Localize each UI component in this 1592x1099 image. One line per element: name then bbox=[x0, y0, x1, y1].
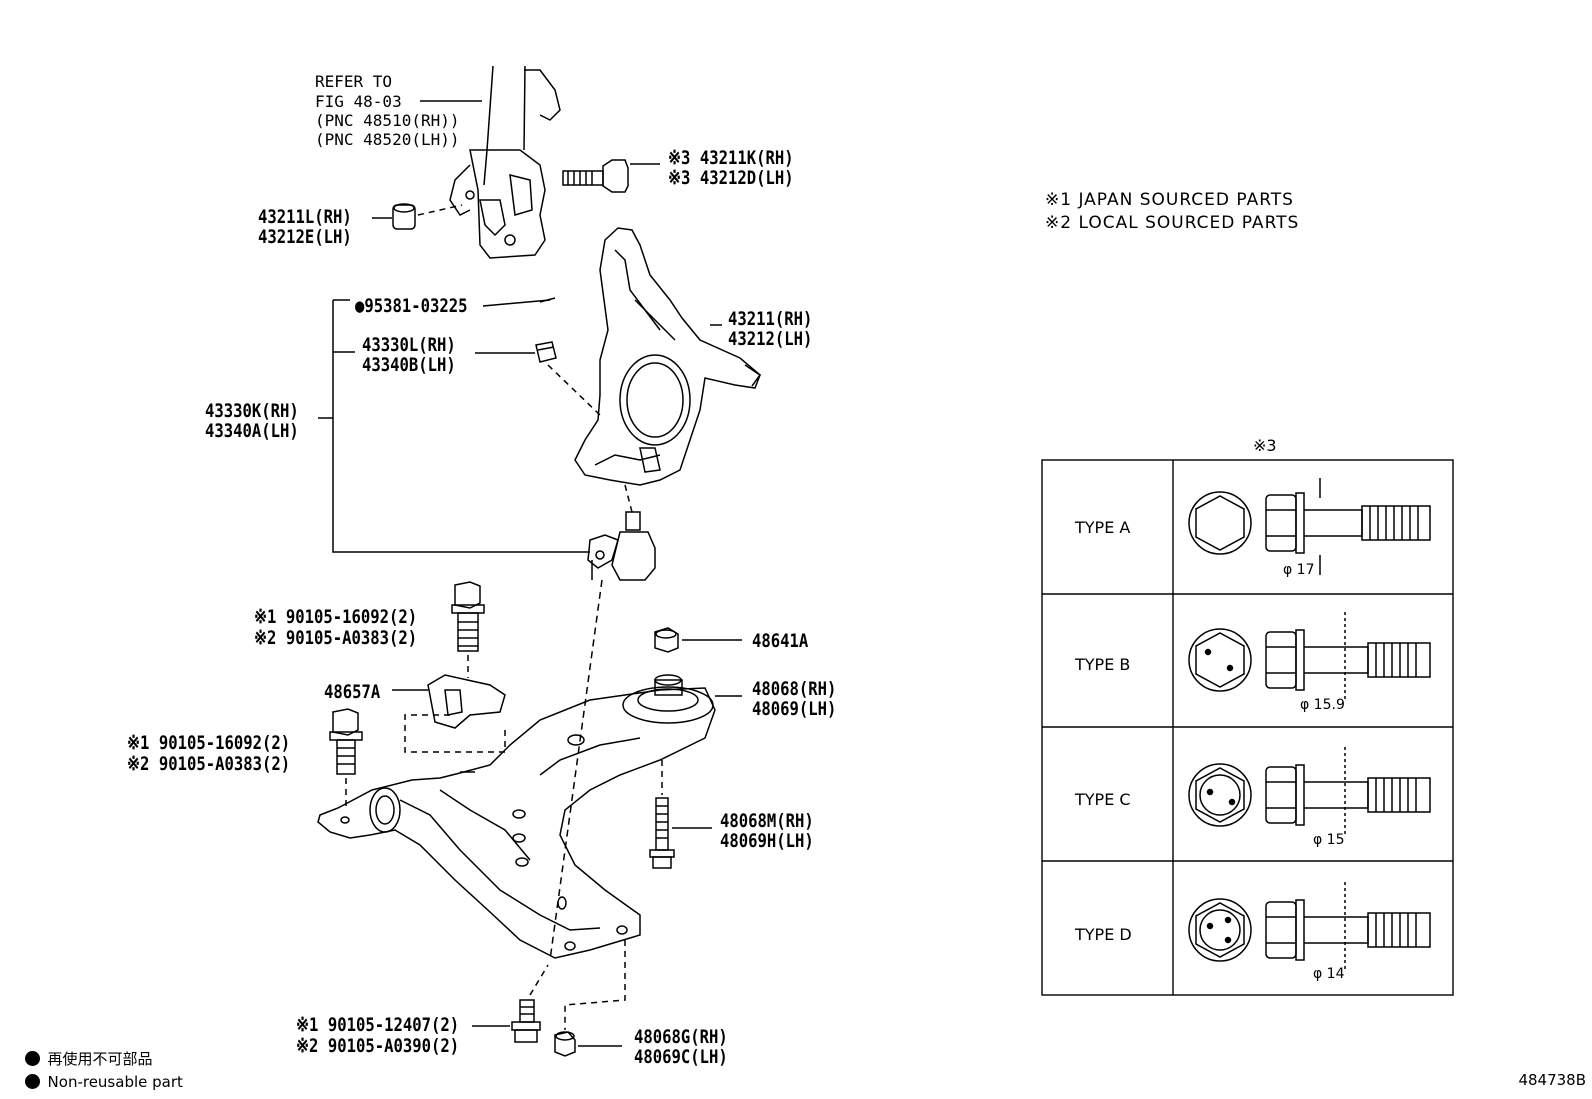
part-label-43212e: 43212E(LH) bbox=[258, 226, 352, 248]
bushing-illustration bbox=[622, 674, 714, 724]
part-label-43330l: 43330L(RH) bbox=[362, 334, 456, 356]
refer-line-2: FIG 48-03 bbox=[315, 92, 402, 111]
camber-nut-illustration bbox=[392, 203, 416, 230]
table-title: ※3 bbox=[1253, 436, 1277, 455]
legend-en-text: Non-reusable part bbox=[47, 1073, 183, 1091]
bolt-bottom-illustration bbox=[511, 999, 541, 1043]
part-label-bolt3a: ※1 90105-12407(2) bbox=[296, 1014, 460, 1036]
part-label-48657a: 48657A bbox=[324, 681, 381, 703]
bolt-48068m-illustration bbox=[649, 797, 675, 869]
part-label-43340a: 43340A(LH) bbox=[205, 420, 299, 442]
part-label-48068m: 48068M(RH) bbox=[720, 810, 814, 832]
part-label-bolt2b: ※2 90105-A0383(2) bbox=[127, 753, 291, 775]
part-label-48068g: 48068G(RH) bbox=[634, 1026, 728, 1048]
part-label-48641a: 48641A bbox=[752, 630, 809, 652]
type-c-diameter: φ 15 bbox=[1313, 832, 1345, 848]
refer-line-4: (PNC 48520(LH)) bbox=[315, 130, 460, 149]
part-label-bolt1b: ※2 90105-A0383(2) bbox=[254, 627, 418, 649]
part-label-43211: 43211(RH) bbox=[728, 308, 813, 330]
note-local-sourced: ※2 LOCAL SOURCED PARTS bbox=[1045, 213, 1300, 233]
type-a-label: TYPE A bbox=[1075, 518, 1131, 537]
bolt-upper-illustration bbox=[451, 581, 485, 652]
lower-arm-illustration bbox=[317, 687, 716, 959]
bolt-type-d-illustration bbox=[1188, 882, 1431, 970]
non-reusable-dot-icon bbox=[24, 1051, 40, 1066]
steering-knuckle-illustration bbox=[574, 227, 762, 486]
nut-48641a-illustration bbox=[654, 627, 679, 653]
refer-line-3: (PNC 48510(RH)) bbox=[315, 111, 460, 130]
type-a-diameter: φ 17 bbox=[1283, 562, 1315, 578]
legend-english: Non-reusable part bbox=[15, 1055, 183, 1091]
strut-illustration bbox=[449, 65, 561, 259]
nut-48068g-illustration bbox=[554, 1031, 576, 1057]
part-label-43340b: 43340B(LH) bbox=[362, 354, 456, 376]
part-label-48069c: 48069C(LH) bbox=[634, 1046, 728, 1068]
ball-joint-illustration bbox=[587, 511, 656, 581]
type-c-label: TYPE C bbox=[1075, 790, 1131, 809]
type-b-diameter: φ 15.9 bbox=[1300, 697, 1345, 713]
bolt-type-a-illustration bbox=[1188, 478, 1431, 575]
type-d-diameter: φ 14 bbox=[1313, 966, 1345, 982]
bolt-type-c-illustration bbox=[1188, 747, 1431, 835]
part-label-43330k: 43330K(RH) bbox=[205, 400, 299, 422]
part-label-bolt2a: ※1 90105-16092(2) bbox=[127, 732, 291, 754]
bolt-lower-illustration bbox=[329, 708, 363, 775]
part-label-43212: 43212(LH) bbox=[728, 328, 813, 350]
legend-japanese: 再使用不可部品 bbox=[15, 1030, 153, 1069]
part-label-95381: ●95381-03225 bbox=[355, 295, 468, 317]
part-label-bolt3b: ※2 90105-A0390(2) bbox=[296, 1035, 460, 1057]
part-label-bolt1a: ※1 90105-16092(2) bbox=[254, 606, 418, 628]
type-d-label: TYPE D bbox=[1075, 925, 1132, 944]
part-label-43211l: 43211L(RH) bbox=[258, 206, 352, 228]
non-reusable-dot-icon bbox=[24, 1074, 40, 1089]
part-label-43212d: ※3 43212D(LH) bbox=[668, 167, 794, 189]
part-label-48069h: 48069H(LH) bbox=[720, 830, 814, 852]
figure-id: 484738B bbox=[1518, 1071, 1586, 1089]
refer-line-1: REFER TO bbox=[315, 72, 393, 91]
part-label-48069: 48069(LH) bbox=[752, 698, 837, 720]
legend-jp-text: 再使用不可部品 bbox=[47, 1050, 153, 1068]
camber-bolt-illustration bbox=[562, 159, 629, 193]
part-label-43211k: ※3 43211K(RH) bbox=[668, 147, 794, 169]
castle-nut-illustration bbox=[535, 341, 557, 363]
note-japan-sourced: ※1 JAPAN SOURCED PARTS bbox=[1045, 190, 1294, 210]
stabilizer-bracket-illustration bbox=[427, 674, 506, 729]
type-table-grid bbox=[1041, 459, 1454, 996]
type-b-label: TYPE B bbox=[1075, 655, 1131, 674]
bolt-type-b-illustration bbox=[1188, 612, 1431, 700]
part-label-48068: 48068(RH) bbox=[752, 678, 837, 700]
